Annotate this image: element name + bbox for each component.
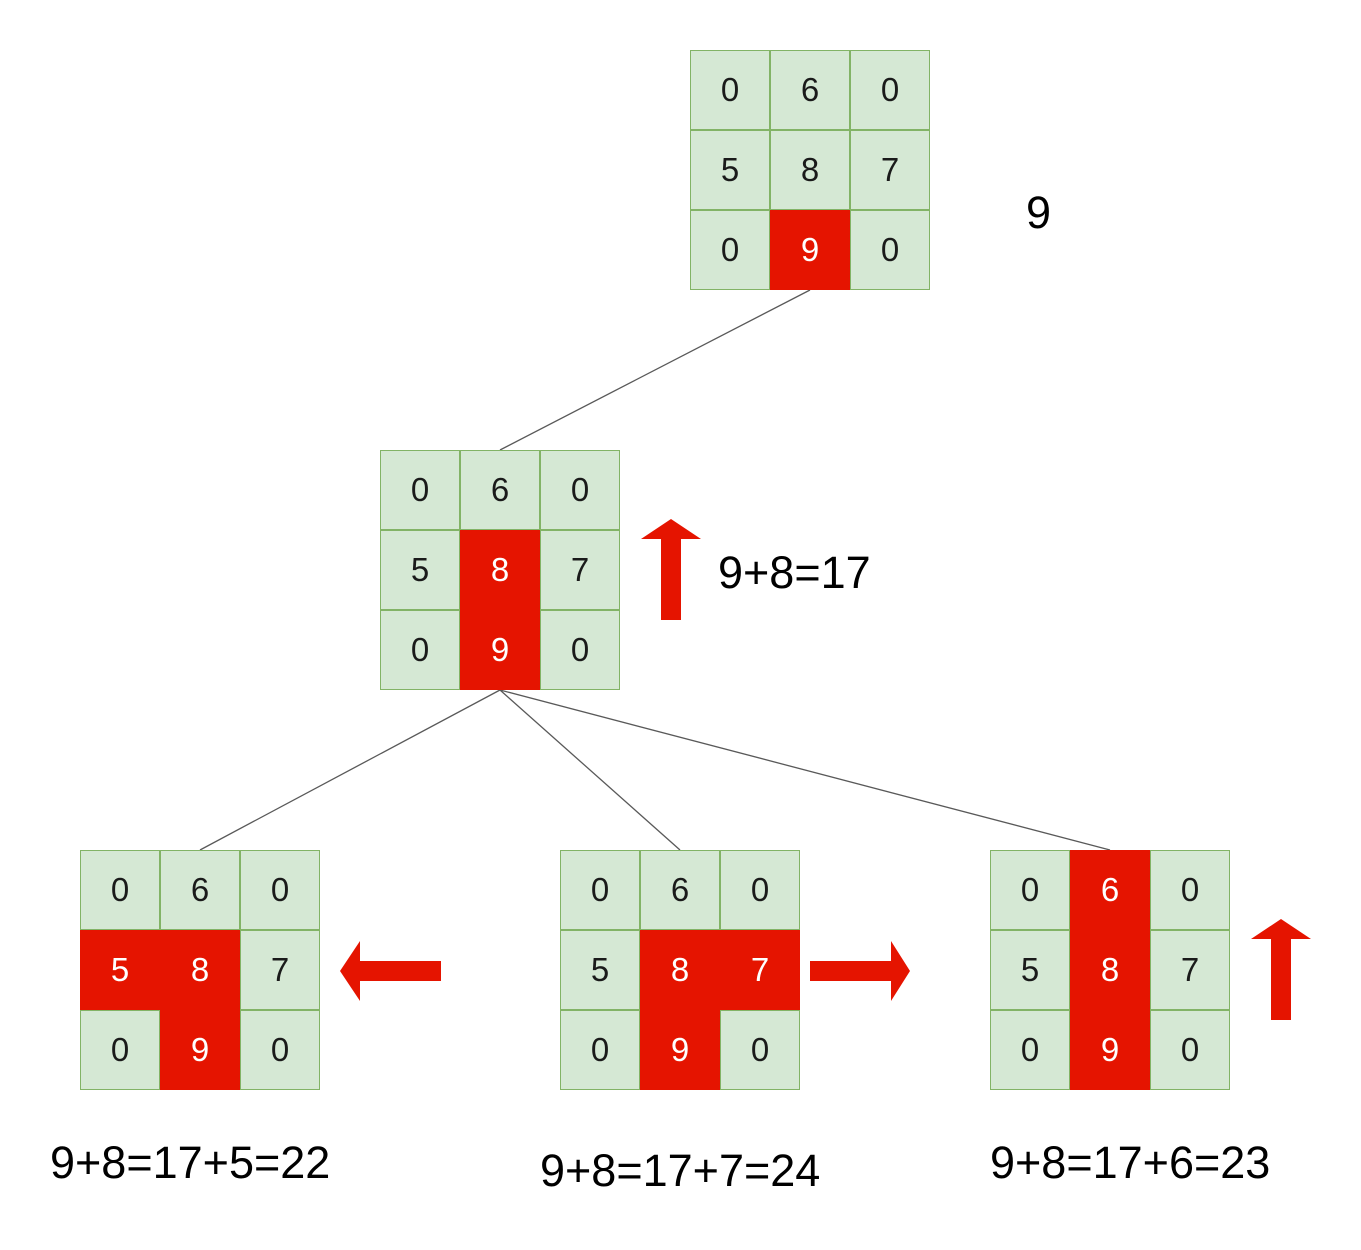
grid-cell: 0 (380, 610, 460, 690)
grid-cell: 0 (80, 850, 160, 930)
grid-cell: 8 (160, 930, 240, 1010)
grid-cell: 0 (720, 1010, 800, 1090)
grid-cell: 0 (380, 450, 460, 530)
grid-cell: 0 (560, 850, 640, 930)
grid-cell: 6 (770, 50, 850, 130)
grid-cell: 8 (640, 930, 720, 1010)
grid-cell: 7 (240, 930, 320, 1010)
grid-cell: 0 (850, 210, 930, 290)
grid-cell: 5 (560, 930, 640, 1010)
grid-cell: 9 (770, 210, 850, 290)
edge-root-middle (499, 289, 811, 451)
edge-middle-center (499, 689, 681, 851)
grid-cell: 7 (540, 530, 620, 610)
grid-cell: 9 (1070, 1010, 1150, 1090)
grid-cell: 0 (720, 850, 800, 930)
arrow-right-icon (810, 941, 910, 1001)
grid-cell: 5 (80, 930, 160, 1010)
grid-cell: 8 (770, 130, 850, 210)
grid-cell: 0 (1150, 850, 1230, 930)
label-left: 9+8=17+5=22 (50, 1137, 331, 1188)
arrow-up-icon (1251, 919, 1311, 1020)
grid-cell: 0 (540, 610, 620, 690)
grid-cell: 7 (850, 130, 930, 210)
arrow-left-icon (340, 941, 441, 1001)
grid-cell: 5 (690, 130, 770, 210)
grid-cell: 8 (1070, 930, 1150, 1010)
grid-cell: 9 (460, 610, 540, 690)
grid-cell: 0 (690, 210, 770, 290)
grid-cell: 8 (460, 530, 540, 610)
grid-cell: 0 (990, 850, 1070, 930)
grid-cell: 0 (240, 1010, 320, 1090)
label-right: 9+8=17+6=23 (990, 1137, 1271, 1188)
grid-cell: 6 (640, 850, 720, 930)
grid-cell: 5 (990, 930, 1070, 1010)
grid-cell: 5 (380, 530, 460, 610)
grid-cell: 0 (240, 850, 320, 930)
grid-cell: 0 (850, 50, 930, 130)
grid-cell: 7 (720, 930, 800, 1010)
grid-cell: 0 (1150, 1010, 1230, 1090)
grid-cell: 9 (160, 1010, 240, 1090)
grid-cell: 7 (1150, 930, 1230, 1010)
grid-cell: 0 (560, 1010, 640, 1090)
label-center: 9+8=17+7=24 (540, 1145, 821, 1196)
grid-cell: 9 (640, 1010, 720, 1090)
grid-cell: 0 (540, 450, 620, 530)
grid-cell: 0 (990, 1010, 1070, 1090)
edge-middle-left (199, 689, 501, 851)
grid-cell: 0 (80, 1010, 160, 1090)
label-middle: 9+8=17 (718, 547, 871, 598)
edge-middle-right (499, 689, 1111, 851)
arrow-up-icon (641, 519, 701, 620)
grid-cell: 6 (160, 850, 240, 930)
label-root: 9 (1026, 187, 1052, 238)
grid-cell: 6 (1070, 850, 1150, 930)
grid-cell: 0 (690, 50, 770, 130)
grid-cell: 6 (460, 450, 540, 530)
